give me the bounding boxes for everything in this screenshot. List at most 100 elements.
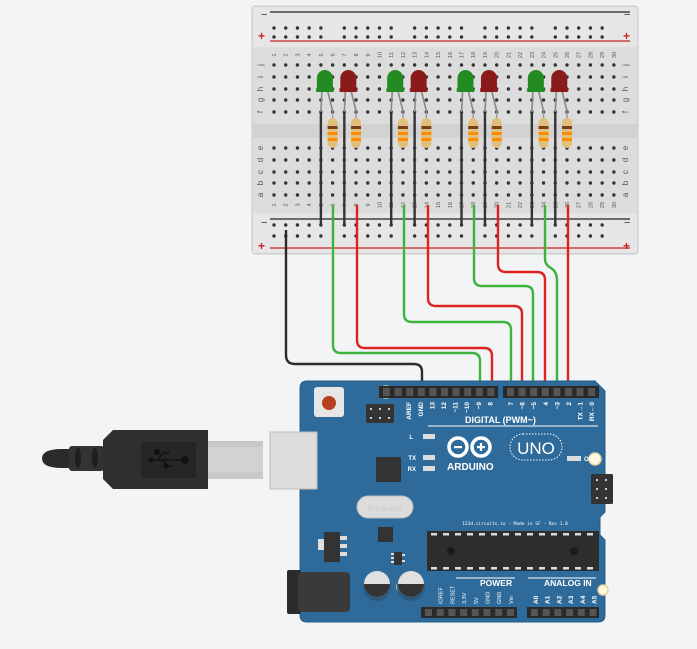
breadboard-hole[interactable] (366, 158, 370, 162)
rail-hole[interactable] (459, 234, 464, 238)
rail-hole[interactable] (483, 35, 487, 39)
breadboard-hole[interactable] (284, 170, 288, 174)
rail-hole[interactable] (588, 223, 593, 227)
breadboard-hole[interactable] (436, 181, 440, 185)
breadboard-hole[interactable] (366, 75, 370, 79)
rail-hole[interactable] (307, 234, 311, 238)
breadboard-hole[interactable] (284, 158, 288, 162)
resistor[interactable] (351, 112, 362, 148)
breadboard-hole[interactable] (612, 75, 616, 79)
breadboard-hole[interactable] (295, 170, 300, 174)
breadboard-hole[interactable] (284, 146, 288, 150)
rail-hole[interactable] (307, 223, 311, 227)
rail-hole[interactable] (354, 35, 358, 39)
breadboard-hole[interactable] (518, 193, 522, 197)
breadboard-hole[interactable] (588, 98, 593, 102)
header-pin[interactable] (506, 609, 514, 616)
rail-hole[interactable] (342, 234, 347, 238)
header-pin[interactable] (448, 609, 456, 616)
breadboard-hole[interactable] (366, 146, 370, 150)
breadboard-hole[interactable] (494, 170, 499, 174)
breadboard-hole[interactable] (377, 146, 382, 150)
breadboard-hole[interactable] (448, 75, 452, 79)
breadboard-hole[interactable] (577, 75, 581, 79)
header-pin[interactable] (471, 609, 479, 616)
breadboard-hole[interactable] (272, 170, 276, 174)
breadboard-hole[interactable] (471, 63, 475, 67)
header-pin[interactable] (530, 388, 538, 396)
rail-hole[interactable] (506, 26, 511, 30)
breadboard-hole[interactable] (565, 181, 569, 185)
rail-hole[interactable] (530, 35, 534, 39)
breadboard-hole[interactable] (354, 181, 358, 185)
breadboard-hole[interactable] (506, 181, 511, 185)
breadboard-hole[interactable] (401, 181, 405, 185)
breadboard-hole[interactable] (272, 110, 276, 114)
breadboard-hole[interactable] (354, 63, 358, 67)
led-green[interactable] (456, 70, 475, 113)
wire-pin-7[interactable] (402, 205, 513, 392)
breadboard-hole[interactable] (600, 110, 604, 114)
breadboard-hole[interactable] (330, 193, 335, 197)
breadboard-hole[interactable] (448, 63, 452, 67)
rail-hole[interactable] (295, 223, 300, 227)
breadboard-hole[interactable] (366, 110, 370, 114)
breadboard-hole[interactable] (401, 193, 405, 197)
rail-hole[interactable] (389, 234, 393, 238)
header-pin[interactable] (541, 388, 549, 396)
breadboard-hole[interactable] (295, 87, 300, 91)
rail-hole[interactable] (448, 234, 452, 238)
resistor[interactable] (468, 112, 479, 148)
breadboard-hole[interactable] (272, 63, 276, 67)
breadboard-hole[interactable] (424, 158, 429, 162)
header-pin[interactable] (417, 388, 425, 396)
breadboard-hole[interactable] (424, 63, 429, 67)
breadboard-hole[interactable] (577, 98, 581, 102)
breadboard-hole[interactable] (307, 146, 311, 150)
header-pin[interactable] (475, 388, 483, 396)
breadboard-hole[interactable] (577, 110, 581, 114)
breadboard-hole[interactable] (553, 63, 557, 67)
led-red[interactable] (550, 70, 569, 113)
breadboard-hole[interactable] (565, 98, 569, 102)
breadboard-hole[interactable] (295, 146, 300, 150)
rail-hole[interactable] (307, 35, 311, 39)
breadboard-hole[interactable] (541, 63, 546, 67)
rail-hole[interactable] (389, 35, 393, 39)
breadboard-hole[interactable] (600, 87, 604, 91)
breadboard-hole[interactable] (541, 98, 546, 102)
breadboard-hole[interactable] (612, 193, 616, 197)
header-pin[interactable] (406, 388, 414, 396)
breadboard-hole[interactable] (330, 181, 335, 185)
breadboard-hole[interactable] (471, 158, 475, 162)
breadboard-hole[interactable] (565, 63, 569, 67)
breadboard-hole[interactable] (518, 98, 522, 102)
breadboard-hole[interactable] (494, 63, 499, 67)
breadboard-hole[interactable] (412, 63, 417, 67)
breadboard-hole[interactable] (506, 170, 511, 174)
rail-hole[interactable] (284, 223, 288, 227)
header-pin[interactable] (518, 388, 526, 396)
breadboard-hole[interactable] (377, 98, 382, 102)
breadboard-hole[interactable] (612, 87, 616, 91)
breadboard-hole[interactable] (272, 146, 276, 150)
breadboard-hole[interactable] (588, 170, 593, 174)
wire-pin-9[interactable] (331, 205, 482, 392)
breadboard-hole[interactable] (436, 98, 440, 102)
rail-hole[interactable] (377, 223, 382, 227)
breadboard-hole[interactable] (612, 63, 616, 67)
breadboard-hole[interactable] (494, 158, 499, 162)
breadboard-hole[interactable] (541, 158, 546, 162)
rail-hole[interactable] (342, 35, 347, 39)
breadboard-hole[interactable] (588, 87, 593, 91)
rail-hole[interactable] (377, 35, 382, 39)
breadboard-hole[interactable] (424, 170, 429, 174)
rail-hole[interactable] (483, 234, 487, 238)
breadboard-hole[interactable] (284, 87, 288, 91)
breadboard-hole[interactable] (295, 193, 300, 197)
rail-hole[interactable] (272, 35, 276, 39)
rail-hole[interactable] (600, 234, 604, 238)
rail-hole[interactable] (319, 35, 323, 39)
breadboard-hole[interactable] (307, 87, 311, 91)
